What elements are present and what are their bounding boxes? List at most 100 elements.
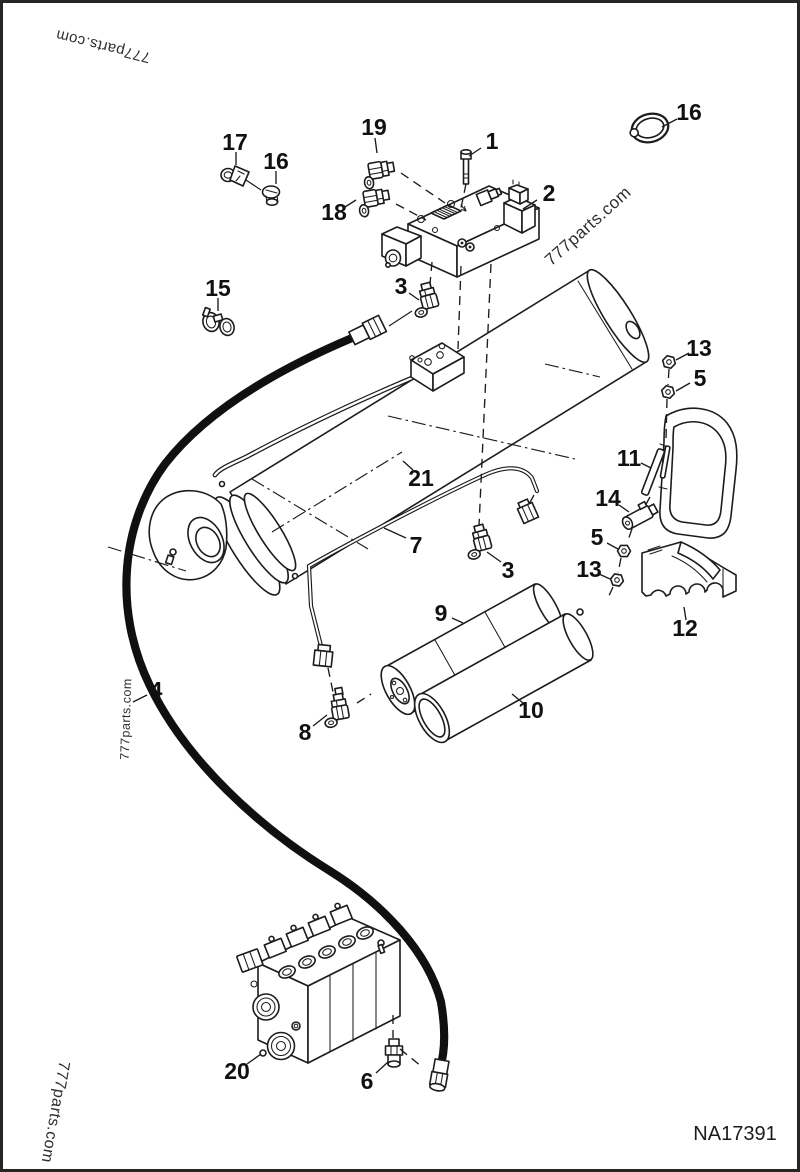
block-hole xyxy=(431,226,439,234)
elbow-fitting-8 xyxy=(319,686,352,730)
leader-line xyxy=(606,542,619,550)
part-label-5: 5 xyxy=(591,524,619,550)
part-number: 19 xyxy=(361,114,387,140)
valve-block-grooves xyxy=(430,204,462,220)
fitting-14 xyxy=(621,500,659,531)
centerline xyxy=(544,363,601,378)
hydraulic-tube-7 xyxy=(306,466,540,668)
part-label-7: 7 xyxy=(383,527,423,558)
part-label-20: 20 xyxy=(224,1053,262,1084)
bolt xyxy=(460,148,472,185)
assembly-dashed-line xyxy=(460,183,467,209)
saddle-bracket-12 xyxy=(641,541,737,598)
assembly-dashed-line xyxy=(400,172,446,204)
cartridge-cylinder-10 xyxy=(413,608,594,744)
part-number: 15 xyxy=(205,275,231,301)
block-port xyxy=(446,199,456,209)
leader-line xyxy=(451,617,464,624)
leader-line xyxy=(598,573,611,580)
leader-line xyxy=(375,1061,389,1074)
part-label-5: 5 xyxy=(675,365,707,392)
assembly-dashed-line xyxy=(527,494,535,507)
clevis-eye-hole xyxy=(195,526,221,558)
hydraulic-hose-4 xyxy=(122,314,450,1092)
cylinder-nub xyxy=(576,608,584,616)
centerline xyxy=(251,478,369,550)
construction-line-layer xyxy=(107,172,670,1067)
electrical-connector xyxy=(236,948,264,973)
part-number: 5 xyxy=(591,524,604,550)
assembly-dashed-line xyxy=(356,693,372,704)
assembly-dashed-line xyxy=(399,1048,422,1067)
part-label-4: 4 xyxy=(132,677,163,703)
nut-5 xyxy=(616,544,632,558)
leader-line xyxy=(675,352,690,361)
drawing-number: NA17391 xyxy=(693,1123,776,1145)
leader-line xyxy=(344,199,357,208)
cylinder-tube-fill xyxy=(213,376,414,477)
leader-line xyxy=(468,147,482,157)
part-label-1: 1 xyxy=(468,128,499,157)
grommet-16 xyxy=(261,185,281,207)
leader-line xyxy=(312,714,328,727)
part-number: 16 xyxy=(263,148,289,174)
stud-shank xyxy=(377,943,386,955)
part-label-8: 8 xyxy=(299,714,328,745)
leader-line xyxy=(132,694,148,703)
grease-nipple-stem xyxy=(164,554,175,566)
part-number: 2 xyxy=(543,180,556,206)
centerline xyxy=(387,415,576,460)
assembly-dashed-line xyxy=(395,203,427,221)
leader-line xyxy=(246,1053,262,1065)
part-label-13: 13 xyxy=(576,556,611,582)
part-number: 8 xyxy=(299,719,312,745)
clamp-15 xyxy=(201,306,235,337)
part-label-3: 3 xyxy=(395,273,420,301)
hose-end-fitting xyxy=(348,314,388,346)
assembly-dashed-line xyxy=(429,261,433,285)
part-number: 18 xyxy=(321,199,347,225)
part-number: 20 xyxy=(224,1058,250,1084)
part-label-14: 14 xyxy=(595,485,630,513)
part-number: 7 xyxy=(410,532,423,558)
part-number: 1 xyxy=(486,128,499,154)
watermark: 777parts.com xyxy=(118,678,135,760)
leader-line xyxy=(683,606,687,621)
control-valve-block xyxy=(381,148,540,278)
leader-line xyxy=(661,118,678,128)
assembly-dashed-line xyxy=(327,667,334,693)
part-label-18: 18 xyxy=(321,199,357,225)
part-label-2: 2 xyxy=(522,180,556,210)
part-number: 21 xyxy=(408,465,434,491)
part-label-11: 11 xyxy=(617,445,652,471)
leader-line xyxy=(675,382,691,392)
part-label-15: 15 xyxy=(205,275,231,311)
part-label-6: 6 xyxy=(361,1061,389,1094)
leader-line xyxy=(402,460,414,471)
assembly-dashed-line xyxy=(478,263,492,527)
part-number: 3 xyxy=(395,273,408,299)
solenoid-valve xyxy=(503,179,536,234)
tube-nut xyxy=(516,498,540,525)
gland-bolt xyxy=(218,480,226,488)
leader-line xyxy=(511,693,524,704)
pin xyxy=(659,445,671,479)
port-fitting xyxy=(475,187,503,207)
leader-line xyxy=(408,292,420,301)
part-number: 4 xyxy=(150,677,163,703)
block-hole-dot xyxy=(468,245,472,249)
leader-line xyxy=(618,504,630,513)
part-number: 3 xyxy=(502,557,515,583)
part-label-17: 17 xyxy=(222,129,248,165)
leader-line xyxy=(522,199,538,210)
assembly-dashed-line xyxy=(644,496,651,507)
part-label-12: 12 xyxy=(672,606,698,641)
hose-end-fitting xyxy=(428,1058,450,1092)
mounting-plate xyxy=(409,342,465,392)
part-number: 9 xyxy=(435,600,448,626)
leader-line xyxy=(374,137,378,154)
leader-line xyxy=(486,551,502,563)
assembly-dashed-line xyxy=(617,557,622,574)
